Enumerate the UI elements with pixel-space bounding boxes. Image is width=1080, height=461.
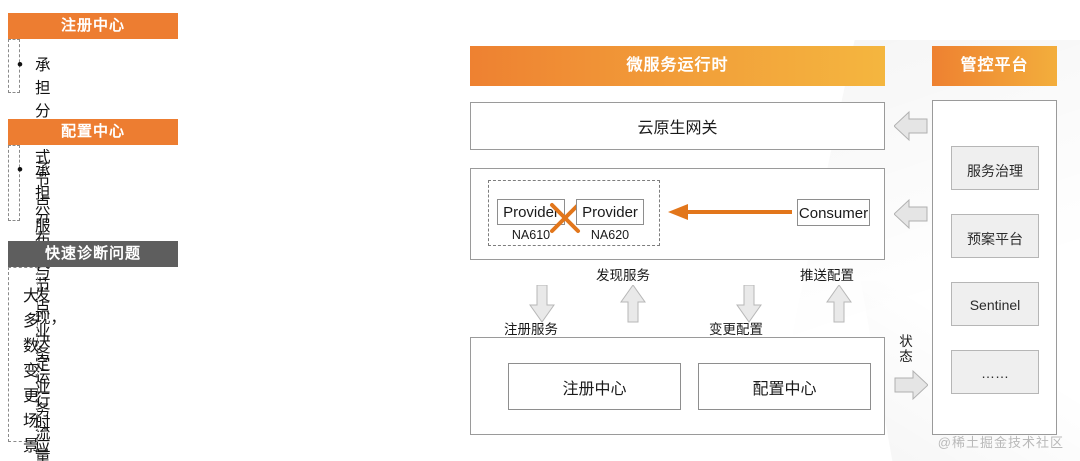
node-provider-na620-caption: NA620: [590, 228, 630, 242]
tile-service-governance[interactable]: 服务治理: [951, 146, 1039, 190]
tile-contingency-platform-label: 预案平台: [967, 231, 1023, 247]
provider-group-dashed-region: [488, 180, 660, 246]
node-registry-center[interactable]: 注册中心: [508, 363, 681, 410]
node-config-center[interactable]: 配置中心: [698, 363, 871, 410]
card-tab-config-center: 配置中心: [8, 119, 178, 145]
node-registry-center-label: 注册中心: [562, 380, 627, 398]
left-panel: 注册中心 承担分布式节点服务与发现，决定业务流量 配置中心 承担分布式节点业务运…: [0, 0, 440, 461]
band-microservice-runtime: 微服务运行时: [470, 46, 885, 86]
band-control-platform: 管控平台: [932, 46, 1057, 86]
tile-service-governance-label: 服务治理: [967, 163, 1023, 179]
node-provider-na610-caption: NA610: [511, 228, 551, 242]
arrow-discover-service-up-icon: [620, 285, 646, 323]
arrow-platform-to-runtime-left-icon: [894, 198, 928, 230]
arrow-change-config-down-icon: [736, 285, 762, 323]
flow-label-change-config: 变更配置: [709, 322, 763, 337]
flow-label-discover-service: 发现服务: [596, 268, 650, 283]
arrow-push-config-up-icon: [826, 285, 852, 323]
flow-label-push-config: 推送配置: [800, 268, 854, 283]
card-body-quick-diagnosis: 大多数变更场景跟注册配置中心有关系，快速知道数据变更过程，可以快速诊断问题。 是…: [8, 267, 39, 455]
label-state: 状态: [899, 334, 913, 364]
card-tab-quick-diagnosis: 快速诊断问题: [8, 241, 178, 267]
box-cloud-native-gateway: 云原生网关: [470, 102, 885, 150]
arrow-consumer-to-provider-icon: [668, 204, 792, 220]
arrow-state-to-platform-right-icon: [894, 369, 928, 401]
node-config-center-label: 配置中心: [752, 380, 817, 398]
node-consumer[interactable]: Consumer: [797, 199, 870, 226]
flow-label-register-service: 注册服务: [504, 322, 558, 337]
box-cloud-native-gateway-label: 云原生网关: [637, 120, 718, 137]
provider-disabled-cross-icon: [550, 203, 580, 233]
tile-sentinel[interactable]: Sentinel: [951, 282, 1039, 326]
box-centers-container: 注册中心 配置中心: [470, 337, 885, 435]
watermark: @稀土掘金技术社区: [937, 435, 1064, 450]
tile-contingency-platform[interactable]: 预案平台: [951, 214, 1039, 258]
arrow-platform-to-gateway-left-icon: [894, 110, 928, 142]
node-provider-na620[interactable]: Provider: [576, 199, 644, 225]
tile-more[interactable]: ……: [951, 350, 1039, 394]
tile-more-label: ……: [981, 365, 1009, 381]
card-tab-registry-center: 注册中心: [8, 13, 178, 39]
arrow-register-service-down-icon: [529, 285, 555, 323]
node-provider-na610[interactable]: Provider: [497, 199, 565, 225]
tile-sentinel-label: Sentinel: [969, 297, 1021, 313]
